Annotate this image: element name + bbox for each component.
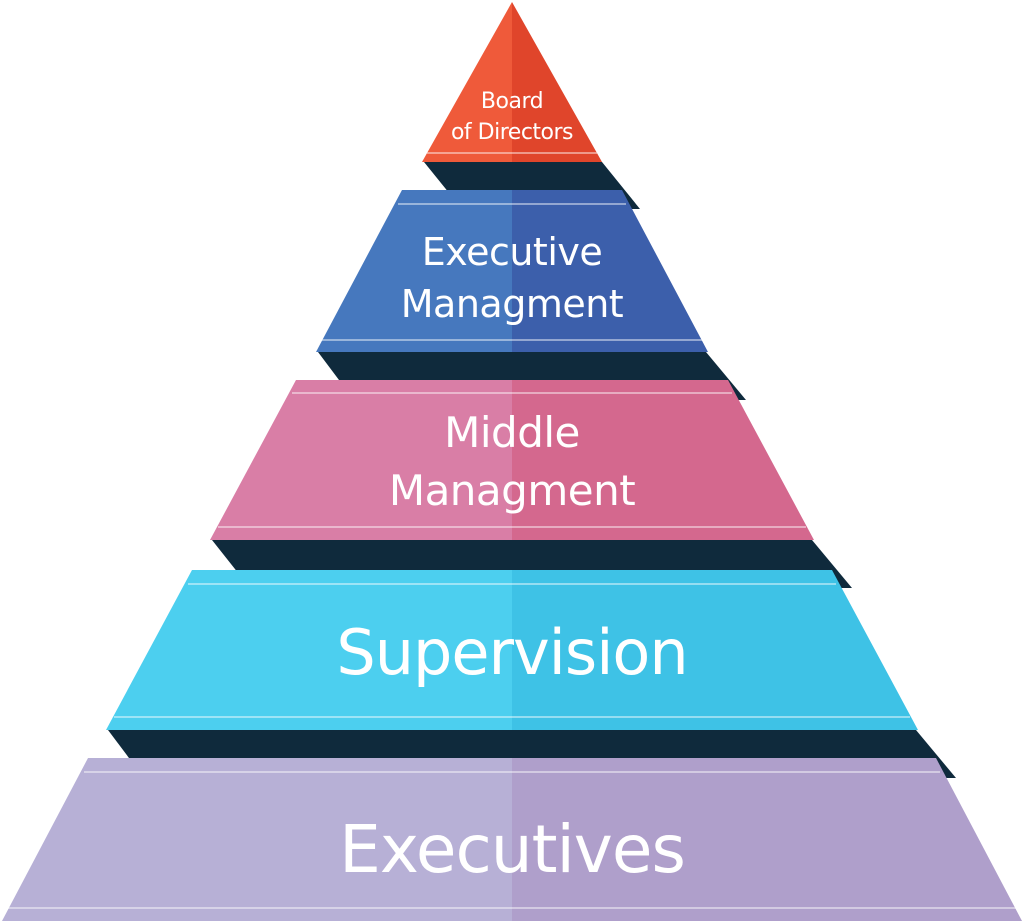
tier-label-middle: Middle Managment bbox=[0, 404, 1024, 520]
tier-label-board: Board of Directors bbox=[0, 86, 1024, 148]
tier-executive-right bbox=[512, 190, 708, 352]
tier-label-executive: Executive Managment bbox=[0, 226, 1024, 330]
tier-supervision-right bbox=[512, 570, 918, 730]
tier-board-right bbox=[512, 2, 602, 162]
tier-board-left bbox=[422, 2, 512, 162]
tier-label-board-line-2: of Directors bbox=[450, 120, 574, 145]
tier-executive-left bbox=[316, 190, 512, 352]
tier-label-middle-line-1: Middle bbox=[444, 408, 580, 457]
tier-middle-right bbox=[512, 380, 814, 540]
tier-label-executives-line-1: Executives bbox=[339, 811, 686, 888]
tier-label-board-line-1: Board bbox=[480, 89, 544, 114]
tier-label-executive-line-1: Executive bbox=[421, 230, 603, 274]
tier-label-supervision: Supervision bbox=[0, 614, 1024, 692]
tier-executives-right bbox=[512, 758, 1022, 921]
tier-label-supervision-line-1: Supervision bbox=[336, 616, 688, 689]
tier-supervision-left bbox=[106, 570, 512, 730]
tier-label-executive-line-2: Managment bbox=[400, 282, 624, 326]
tier-executives-left bbox=[2, 758, 512, 921]
tier-label-middle-line-2: Managment bbox=[388, 466, 636, 515]
tier-label-executives: Executives bbox=[0, 808, 1024, 892]
tier-middle-left bbox=[210, 380, 512, 540]
